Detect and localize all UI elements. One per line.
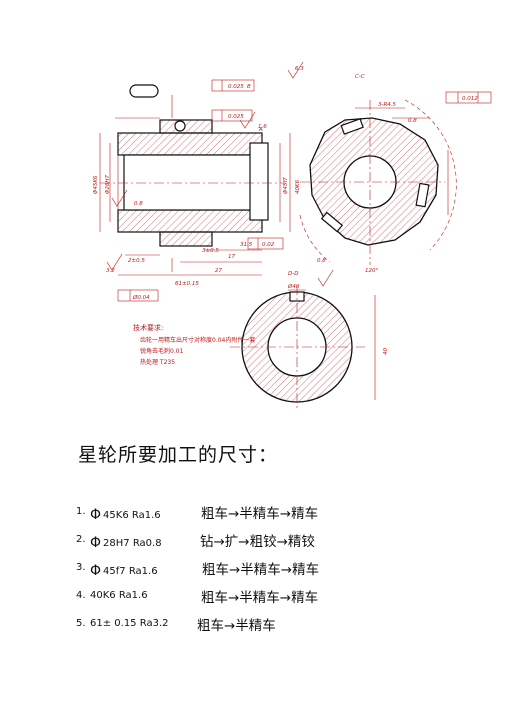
svg-text:Φ28H7: Φ28H7: [105, 175, 111, 194]
svg-text:0.025: 0.025: [228, 84, 244, 90]
item-spec: 40K6 Ra1.6: [90, 590, 148, 601]
dimension-labels: C-C D-D 0.025 0.025 0.02 0.012 0.8 3.2 0…: [93, 66, 478, 355]
dimension-lines-left: [99, 61, 304, 302]
svg-text:B: B: [247, 84, 251, 90]
svg-text:0.8: 0.8: [134, 201, 143, 207]
diameter-symbol: Φ: [90, 535, 102, 551]
item-number: 2.: [76, 534, 86, 545]
svg-text:齿轮一用精车出尺寸对称度0.04内附件一套: 齿轮一用精车出尺寸对称度0.04内附件一套: [140, 336, 255, 344]
svg-text:Ø40: Ø40: [287, 283, 300, 290]
diameter-symbol: Φ: [90, 507, 102, 523]
svg-text:120°: 120°: [365, 268, 378, 274]
svg-text:2±0.5: 2±0.5: [128, 258, 145, 264]
item-process: 粗车→半精车→精车: [202, 562, 320, 578]
svg-text:0.8: 0.8: [317, 258, 326, 264]
item-process: 粗车→半精车→精车: [201, 506, 319, 522]
item-number: 3.: [76, 562, 86, 573]
svg-text:0.012: 0.012: [462, 96, 478, 102]
svg-text:0.02: 0.02: [262, 242, 275, 248]
svg-text:40K6: 40K6: [295, 179, 301, 194]
diameter-symbol: Φ: [90, 563, 102, 579]
ring-section-view: [230, 269, 376, 410]
svg-text:17: 17: [228, 254, 235, 260]
svg-text:40: 40: [383, 348, 389, 355]
technical-requirements: 技术要求: 齿轮一用精车出尺寸对称度0.04内附件一套 锐角去毛刺0.01 热处…: [133, 323, 255, 366]
svg-text:Φ45f7: Φ45f7: [283, 177, 289, 194]
svg-text:3-R4.5: 3-R4.5: [378, 102, 397, 108]
svg-text:1.6: 1.6: [258, 124, 267, 130]
svg-text:Φ45K6: Φ45K6: [93, 175, 99, 194]
svg-text:技术要求:: 技术要求:: [133, 323, 163, 332]
svg-text:0.8: 0.8: [408, 118, 417, 124]
svg-text:3.2: 3.2: [106, 268, 115, 274]
item-number: 4.: [76, 590, 86, 601]
section-label-cc: C-C: [355, 74, 365, 80]
item-spec: 61± 0.15 Ra3.2: [90, 618, 169, 629]
svg-text:Ø0.04: Ø0.04: [132, 294, 150, 301]
side-section-view: [100, 119, 285, 247]
item-process: 粗车→半精车: [197, 618, 276, 634]
svg-text:A: A: [258, 127, 263, 133]
section-label-dd: D-D: [288, 271, 298, 277]
item-number: 5.: [76, 618, 86, 629]
item-process: 粗车→半精车→精车: [201, 590, 319, 606]
svg-text:61±0.15: 61±0.15: [175, 281, 199, 287]
svg-text:热处理 T235: 热处理 T235: [140, 358, 175, 366]
engineering-drawing: C-C D-D 0.025 0.025 0.02 0.012 0.8 3.2 0…: [93, 61, 492, 410]
svg-text:27: 27: [215, 268, 222, 274]
svg-text:0.025: 0.025: [228, 114, 244, 120]
svg-text:锐角去毛刺0.01: 锐角去毛刺0.01: [140, 347, 184, 355]
item-process: 钻→扩→粗铰→精铰: [200, 534, 315, 550]
page-heading: 星轮所要加工的尺寸：: [78, 444, 279, 466]
svg-text:31.5: 31.5: [240, 242, 253, 248]
star-wheel-view: [299, 91, 492, 265]
item-number: 1.: [76, 506, 86, 517]
svg-text:6.3: 6.3: [295, 66, 304, 72]
svg-text:3±0.5: 3±0.5: [202, 248, 219, 254]
